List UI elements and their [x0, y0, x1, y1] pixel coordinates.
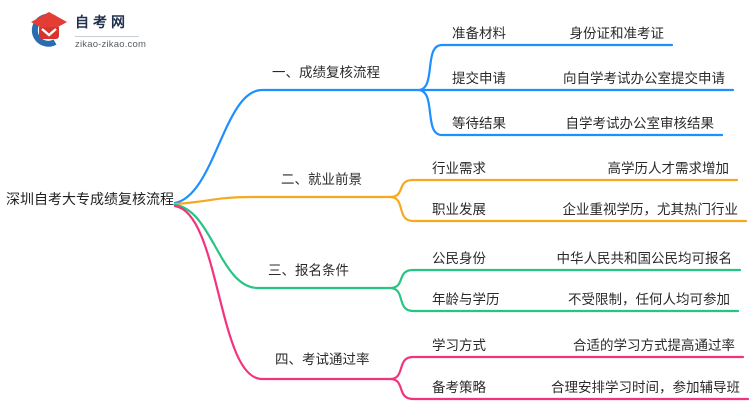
child-value: 中华人民共和国公民均可报名 [556, 251, 733, 266]
root-node-label: 深圳自考大专成绩复核流程 [6, 191, 174, 207]
child-key: 备考策略 [432, 380, 486, 395]
child-value: 不受限制，任何人均可参加 [568, 292, 730, 307]
root-node: 深圳自考大专成绩复核流程 [4, 189, 174, 209]
logo: 自考网 zikao-zikao.com [26, 9, 146, 53]
child-node-row: 职业发展 企业重视学历，尤其热门行业 [410, 198, 746, 218]
child-key: 年龄与学历 [432, 292, 500, 307]
child-key: 公民身份 [432, 251, 486, 266]
child-value: 合理安排学习时间，参加辅导班 [551, 380, 740, 395]
branch-2-line [173, 178, 748, 223]
child-node-row: 备考策略 合理安排学习时间，参加辅导班 [410, 376, 748, 396]
child-node-row: 行业需求 高学历人才需求增加 [410, 157, 737, 177]
child-key: 提交申请 [452, 71, 506, 86]
branch-node-2: 二、就业前景 [281, 172, 362, 187]
logo-text: 自考网 zikao-zikao.com [75, 9, 146, 50]
child-key: 行业需求 [432, 161, 486, 176]
child-key: 准备材料 [452, 26, 506, 41]
child-node-row: 等待结果 自学考试办公室审核结果 [438, 112, 722, 132]
child-key: 等待结果 [452, 116, 506, 131]
logo-divider [75, 36, 139, 37]
child-key: 学习方式 [432, 338, 486, 353]
child-node-row: 准备材料 身份证和准考证 [438, 22, 672, 42]
child-value: 合适的学习方式提高通过率 [573, 338, 735, 353]
branch-1-line [173, 43, 735, 205]
branch-4-line [173, 204, 750, 401]
child-value: 高学历人才需求增加 [607, 161, 730, 176]
logo-title: 自考网 [75, 14, 129, 30]
child-value: 身份证和准考证 [569, 26, 665, 41]
branch-node-4: 四、考试通过率 [275, 352, 370, 367]
logo-domain: zikao-zikao.com [75, 39, 147, 50]
child-key: 职业发展 [432, 202, 486, 217]
branch-node-3: 三、报名条件 [268, 263, 349, 278]
child-value: 企业重视学历，尤其热门行业 [562, 202, 739, 217]
child-node-row: 提交申请 向自学考试办公室提交申请 [438, 67, 733, 87]
child-node-row: 学习方式 合适的学习方式提高通过率 [410, 334, 743, 354]
child-value: 向自学考试办公室提交申请 [563, 71, 725, 86]
child-node-row: 公民身份 中华人民共和国公民均可报名 [410, 247, 740, 267]
branch-3-line [173, 203, 742, 313]
graduation-cap-icon [31, 12, 67, 47]
branch-node-1: 一、成绩复核流程 [272, 65, 380, 80]
child-value: 自学考试办公室审核结果 [565, 116, 715, 131]
child-node-row: 年龄与学历 不受限制，任何人均可参加 [410, 288, 738, 308]
